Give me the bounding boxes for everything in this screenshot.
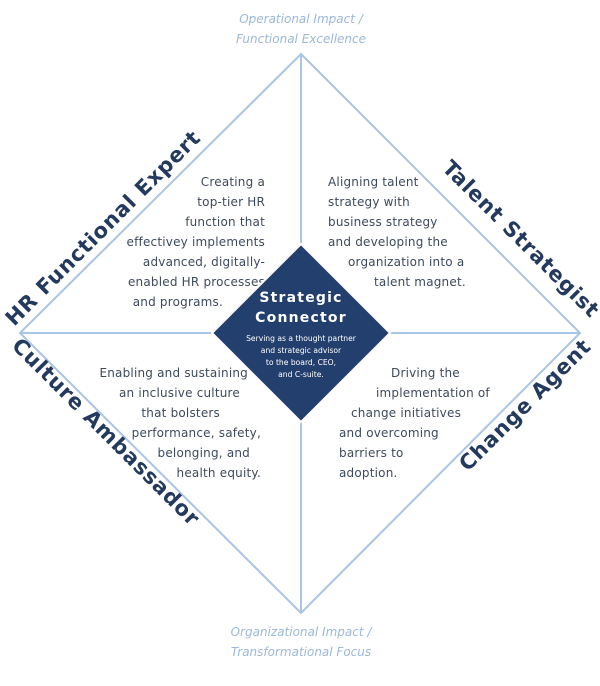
quadrant-line: strategy with [328, 195, 410, 209]
center-description-line: and strategic advisor [261, 346, 342, 355]
quadrant-line: and programs. [133, 295, 223, 309]
quadrant-line: business strategy [328, 215, 438, 229]
quadrant-line: top-tier HR [197, 195, 265, 209]
top-caption-line1: Operational Impact / [239, 12, 365, 26]
role-title-talent-strategist: Talent Strategist [438, 156, 600, 323]
bottom-caption-line2: Transformational Focus [231, 645, 371, 659]
center-description-line: Serving as a thought partner [246, 334, 357, 343]
top-caption-line2: Functional Excellence [236, 32, 366, 46]
bottom-caption-line1: Organizational Impact / [231, 625, 374, 639]
quadrant-line: adoption. [339, 466, 398, 480]
center-diamond [210, 242, 392, 424]
quadrant-bottom-right-text: Driving the implementation of change ini… [339, 366, 490, 480]
center-description-line: and C-suite. [278, 370, 324, 379]
quadrant-line: belonging, and [158, 446, 250, 460]
quadrant-top-right-text: Aligning talent strategy with business s… [328, 175, 466, 289]
quadrant-line: that bolsters [141, 406, 220, 420]
quadrant-line: and developing the [328, 235, 448, 249]
quadrant-line: enabled HR processes [128, 275, 265, 289]
quadrant-line: organization into a [348, 255, 464, 269]
center-title-line2: Connector [255, 310, 347, 326]
quadrant-line: effectivey implements [127, 235, 265, 249]
quadrant-line: performance, safety, [132, 426, 261, 440]
quadrant-line: implementation of [376, 386, 490, 400]
quadrant-line: function that [185, 215, 265, 229]
quadrant-line: health equity. [177, 466, 261, 480]
quadrant-line: barriers to [339, 446, 404, 460]
center-description-line: to the board, CEO, [266, 358, 336, 367]
quadrant-line: an inclusive culture [119, 386, 240, 400]
quadrant-line: change initiatives [351, 406, 461, 420]
quadrant-line: Driving the [391, 366, 460, 380]
quadrant-line: and overcoming [339, 426, 439, 440]
quadrant-line: talent magnet. [374, 275, 466, 289]
quadrant-line: Creating a [201, 175, 265, 189]
role-title-change-agent: Change Agent [454, 334, 596, 476]
quadrant-line: Enabling and sustaining [99, 366, 248, 380]
center-title-line1: Strategic [259, 290, 342, 306]
quadrant-line: advanced, digitally- [143, 255, 265, 269]
quadrant-top-left-text: Creating a top-tier HR function that eff… [127, 175, 265, 309]
quadrant-line: Aligning talent [328, 175, 419, 189]
quadrant-bottom-left-text: Enabling and sustaining an inclusive cul… [99, 366, 261, 480]
